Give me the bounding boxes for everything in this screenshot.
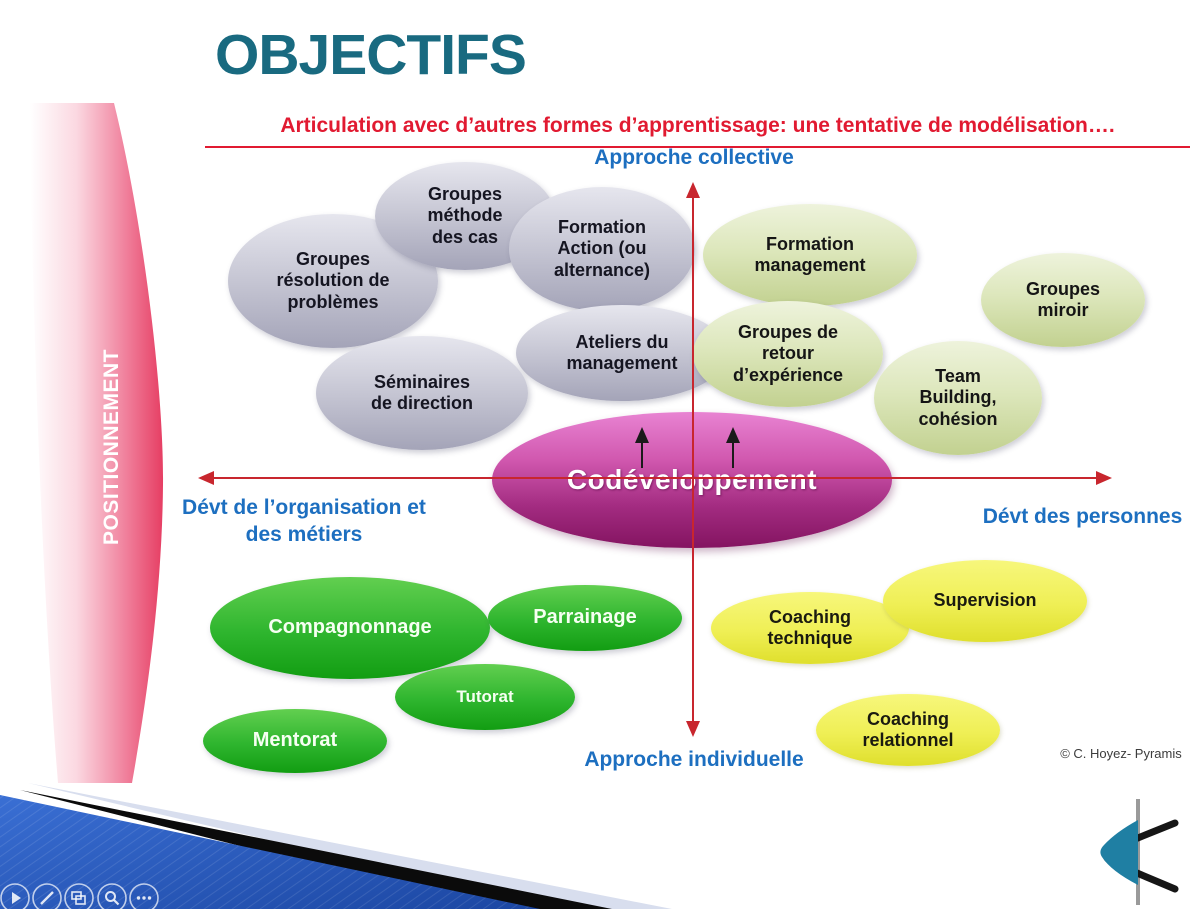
bubble-parrainage: Parrainage xyxy=(488,585,682,651)
black-stripe xyxy=(20,790,612,909)
magnifier-icon[interactable] xyxy=(96,882,128,909)
bubble-coaching-technique: Coaching technique xyxy=(711,592,909,664)
annotate-button[interactable] xyxy=(31,882,63,909)
bubble-formation-action: Formation Action (ou alternance) xyxy=(509,187,695,311)
copyright-note: © C. Hoyez- Pyramis xyxy=(1060,746,1182,761)
logo-teal-triangle xyxy=(1100,820,1138,885)
bubble-compagnonnage: Compagnonnage xyxy=(210,577,490,679)
page-title: OBJECTIFS xyxy=(215,23,527,87)
blue-wedge-stripes xyxy=(0,795,540,909)
ribbon-shape xyxy=(30,103,164,783)
bubble-mentorat: Mentorat xyxy=(203,709,387,773)
bubble-formation-management: Formation management xyxy=(703,204,917,306)
bubble-supervision: Supervision xyxy=(883,560,1087,642)
footer-decoration xyxy=(0,783,672,909)
play-icon[interactable] xyxy=(0,882,31,909)
axis-label-right: Dévt des personnes xyxy=(982,505,1183,528)
play-button[interactable] xyxy=(0,882,31,909)
bubble-groupes-retour-experience: Groupes de retour d’expérience xyxy=(693,301,883,407)
pencil-icon[interactable] xyxy=(31,882,63,909)
side-banner-label: POSITIONNEMENT xyxy=(100,349,123,546)
bubble-tutorat: Tutorat xyxy=(395,664,575,730)
subtitle-underline: Articulation avec d’autres formes d’appr… xyxy=(205,114,1190,148)
pyramis-logo xyxy=(1100,799,1179,905)
bubble-codeveloppement: Codéveloppement xyxy=(492,412,892,548)
more-button[interactable] xyxy=(128,882,160,909)
axis-label-left: Dévt de l’organisation et des métiers xyxy=(182,496,426,547)
zoom-button[interactable] xyxy=(96,882,128,909)
subtitle-text: Articulation avec d’autres formes d’appr… xyxy=(280,114,1115,137)
bubble-seminaires-de-direction: Séminaires de direction xyxy=(316,336,528,450)
side-ribbon xyxy=(30,103,164,783)
bubble-team-building-cohesion: Team Building, cohésion xyxy=(874,341,1042,455)
bubble-coaching-relationnel: Coaching relationnel xyxy=(816,694,1000,766)
ellipsis-icon[interactable] xyxy=(128,882,160,909)
axis-label-bottom: Approche individuelle xyxy=(584,748,804,771)
slides-button[interactable] xyxy=(63,882,95,909)
pale-wedge xyxy=(28,783,672,909)
bubble-groupes-miroir: Groupes miroir xyxy=(981,253,1145,347)
axis-label-top: Approche collective xyxy=(594,146,794,169)
slides-icon[interactable] xyxy=(63,882,95,909)
